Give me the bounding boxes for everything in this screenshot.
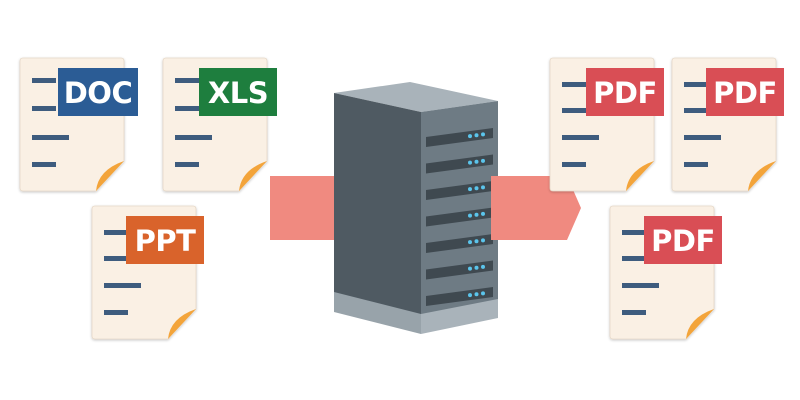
doc-label: DOC — [64, 76, 133, 110]
led-light — [481, 185, 485, 190]
input-doc-document-icon: DOC — [19, 57, 138, 192]
led-light — [481, 291, 485, 296]
output-pdf-1-document-icon: PDF — [549, 57, 664, 192]
input-xls-document-icon: XLS — [162, 57, 277, 192]
pdf-1-label: PDF — [593, 76, 657, 110]
led-light — [474, 212, 479, 217]
led-light — [468, 213, 472, 218]
led-light — [481, 238, 485, 243]
server-drive-slot — [426, 181, 493, 200]
output-pdf-3-document-icon: PDF — [609, 205, 722, 340]
led-light — [474, 133, 479, 138]
led-light — [481, 264, 485, 269]
led-light — [468, 187, 472, 192]
pdf-2-badge — [706, 68, 784, 116]
led-light — [474, 239, 479, 244]
led-light — [474, 265, 479, 270]
doc-badge — [58, 68, 138, 116]
right-arrow-icon — [491, 176, 581, 240]
server-drive-slot — [426, 260, 493, 280]
server-drive-slot — [426, 154, 493, 174]
led-light — [468, 134, 472, 139]
led-light — [474, 186, 479, 191]
server-drive-slot — [426, 234, 493, 253]
led-light — [481, 211, 485, 216]
server-drive-slot — [426, 207, 493, 227]
xls-badge — [199, 68, 277, 116]
server-drive-slot — [426, 287, 493, 306]
led-light — [468, 266, 472, 271]
led-light — [474, 159, 479, 164]
led-light — [468, 293, 472, 298]
pdf-2-label: PDF — [713, 76, 777, 110]
led-light — [474, 292, 479, 297]
ppt-badge — [126, 216, 204, 264]
pdf-3-badge — [644, 216, 722, 264]
input-ppt-document-icon: PPT — [91, 205, 204, 340]
ppt-label: PPT — [135, 224, 197, 258]
output-pdf-2-document-icon: PDF — [671, 57, 784, 192]
led-light — [468, 160, 472, 165]
led-light — [468, 240, 472, 245]
led-light — [481, 132, 485, 137]
pdf-3-label: PDF — [651, 224, 715, 258]
led-light — [481, 158, 485, 163]
server-icon — [334, 82, 498, 334]
xls-label: XLS — [208, 76, 268, 110]
pdf-1-badge — [586, 68, 664, 116]
server-drive-slot — [426, 128, 493, 147]
